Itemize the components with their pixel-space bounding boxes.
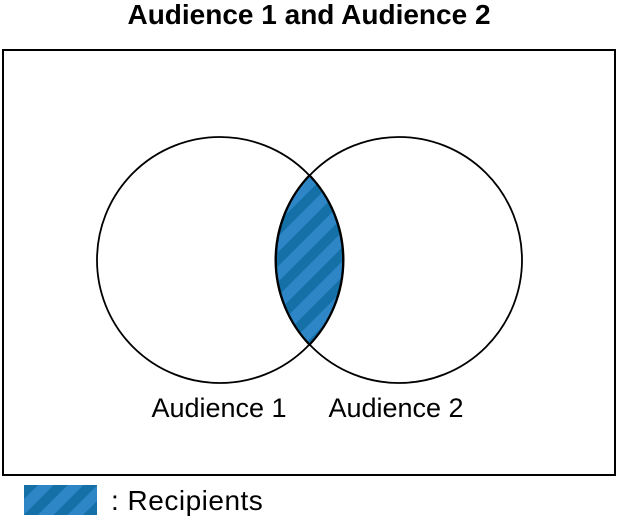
recipients-legend-label: : Recipients [111, 485, 264, 516]
recipients-overlap-region [274, 173, 345, 347]
audience-2-circle [275, 136, 523, 384]
legend-swatch-rect [24, 485, 97, 515]
diagram-frame: Audience 1 Audience 2 [2, 49, 616, 476]
audience-1-label: Audience 1 [151, 393, 287, 423]
recipients-swatch-icon [24, 485, 97, 515]
page-title: Audience 1 and Audience 2 [127, 0, 491, 30]
audience-1-circle [96, 136, 344, 384]
venn-diagram [96, 136, 523, 384]
audience-2-label: Audience 2 [328, 393, 464, 423]
